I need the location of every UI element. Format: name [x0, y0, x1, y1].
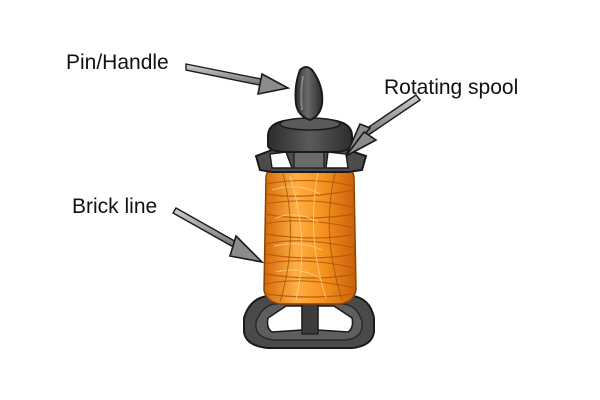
brick-line-coil	[263, 165, 357, 305]
handle-collar	[267, 117, 353, 153]
rotating-spool-label: Rotating spool	[384, 76, 519, 99]
brick-line-arrow	[172, 207, 265, 264]
brick-line-label: Brick line	[72, 195, 158, 218]
pin-handle	[294, 66, 324, 122]
pin-handle-arrow	[185, 63, 291, 96]
pin-handle-label: Pin/Handle	[66, 51, 169, 74]
rotating-spool-arrow	[345, 94, 422, 157]
